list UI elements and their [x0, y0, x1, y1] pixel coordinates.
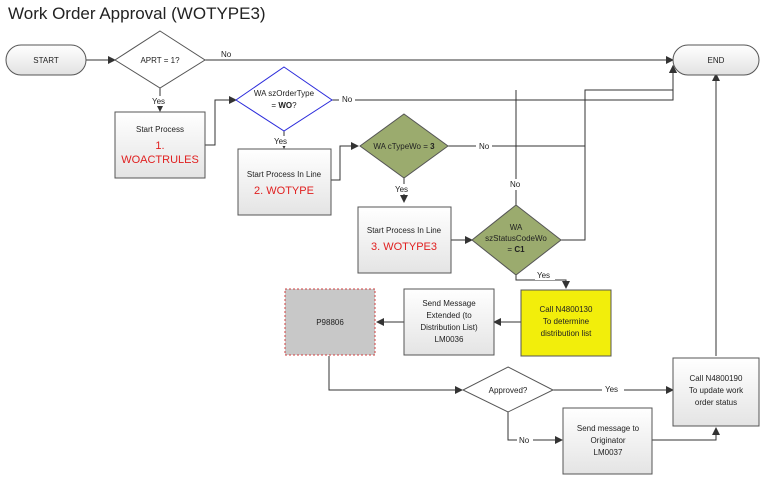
decision-ordertype: WA szOrderType = WO? [235, 66, 333, 132]
connectors [86, 56, 720, 444]
edge-sendorig-call190 [652, 427, 720, 441]
edge-inline2-ctype [331, 142, 359, 181]
process-inline3-line2: 3. WOTYPE3 [371, 241, 437, 253]
process-call130-line2: To determine [543, 317, 590, 326]
process-start-woactrules: Start Process 1. WOACTRULES [114, 111, 206, 179]
process-inline3-line1: Start Process In Line [367, 226, 442, 235]
label-aprt-no: No [221, 50, 232, 59]
process-start-line3: WOACTRULES [121, 154, 199, 166]
decision-status-line1: WA [510, 223, 523, 232]
process-sendorig-line2: Originator [590, 436, 625, 445]
label-aprt-yes: Yes [152, 97, 165, 106]
process-call-n4800130: Call N4800130 To determine distribution … [520, 289, 612, 357]
decision-aprt-label: APRT = 1? [140, 56, 180, 65]
process-start-line1: Start Process [136, 125, 184, 134]
process-call190-line3: order status [695, 398, 737, 407]
process-sendorig-line1: Send message to [577, 424, 640, 433]
process-call130-line1: Call N4800130 [540, 305, 593, 314]
decision-approved: Approved? [461, 366, 555, 413]
label-approved-yes: Yes [605, 385, 618, 394]
process-call-n4800190: Call N4800190 To update work order statu… [672, 357, 760, 427]
end-label: END [708, 56, 725, 65]
decision-approved-label: Approved? [489, 386, 528, 395]
decision-status-line2: szStatusCodeWo [485, 234, 547, 243]
edge-labels: No Yes No Yes No Yes No Yes Yes No [149, 49, 624, 445]
process-call130-line3: distribution list [541, 329, 592, 338]
decision-ordertype-line1: WA szOrderType [254, 89, 315, 98]
process-inline-wotype: Start Process In Line 2. WOTYPE [237, 148, 332, 216]
decision-ordertype-line2: = WO? [271, 101, 297, 110]
label-status-yes: Yes [537, 271, 550, 280]
edge-p98806-approved [328, 356, 463, 394]
process-sendext-line1: Send Message [422, 299, 476, 308]
label-ordertype-yes: Yes [274, 137, 287, 146]
start-label: START [33, 56, 59, 65]
decision-ctype: WA cTypeWo = 3 [359, 113, 449, 179]
label-ctype-no: No [479, 142, 490, 151]
process-start-line2: 1. [155, 140, 164, 152]
process-call190-line2: To update work [689, 386, 744, 395]
decision-status-line3: = C1 [507, 245, 525, 254]
process-call190-line1: Call N4800190 [690, 374, 743, 383]
process-sendext-line3: Distribution List) [420, 323, 478, 332]
process-p98806-label: P98806 [316, 318, 344, 327]
process-send-originator: Send message to Originator LM0037 [562, 407, 653, 475]
edge-approved-no [507, 412, 563, 444]
process-inline-wotype3: Start Process In Line 3. WOTYPE3 [357, 206, 452, 274]
process-sendorig-line3: LM0037 [594, 448, 623, 457]
process-send-extended: Send Message Extended (to Distribution L… [403, 288, 495, 356]
process-sendext-line2: Extended (to [426, 311, 472, 320]
decision-ctype-label: WA cTypeWo = 3 [373, 142, 435, 151]
decision-aprt: APRT = 1? [114, 30, 206, 89]
process-inline2-line1: Start Process In Line [247, 170, 322, 179]
label-ordertype-no: No [342, 95, 353, 104]
edge-ctype-no [448, 65, 677, 147]
end-terminal: END [672, 44, 760, 76]
process-p98806: P98806 [284, 288, 376, 356]
process-inline2-line2: 2. WOTYPE [254, 185, 314, 197]
label-status-no: No [510, 180, 521, 189]
decision-status: WA szStatusCodeWo = C1 [471, 204, 562, 276]
edge-status-no-right [561, 146, 586, 241]
label-approved-no: No [519, 436, 530, 445]
edge-startproc-ordertype [205, 96, 237, 146]
label-ctype-yes: Yes [395, 185, 408, 194]
page-title: Work Order Approval (WOTYPE3) [8, 4, 266, 23]
start-terminal: START [5, 44, 87, 76]
process-sendext-line4: LM0036 [435, 335, 464, 344]
edge-ordertype-no [332, 65, 677, 101]
